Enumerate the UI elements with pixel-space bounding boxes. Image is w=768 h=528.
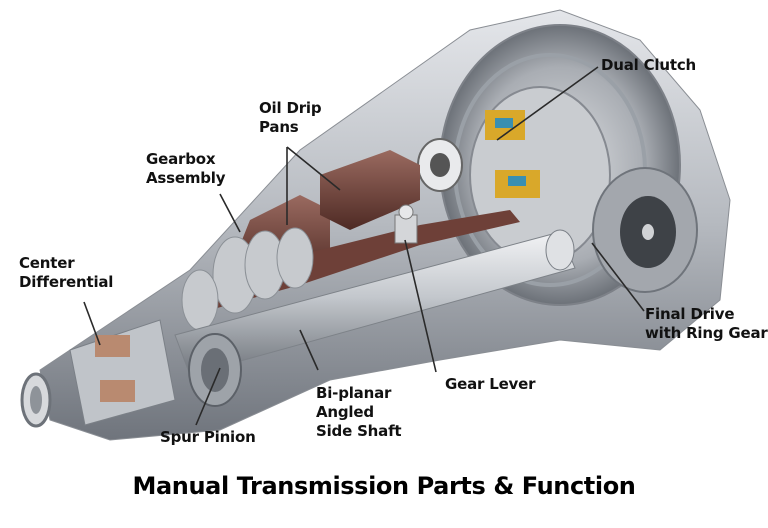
label-side-shaft: Bi-planar Angled Side Shaft (316, 384, 402, 441)
spur-pinion-part (188, 333, 242, 407)
label-line: with Ring Gear (645, 324, 768, 342)
label-line: Gearbox (146, 150, 216, 168)
label-dual-clutch: Dual Clutch (601, 56, 696, 75)
label-line: Oil Drip (259, 99, 322, 117)
label-center-differential: Center Differential (19, 254, 113, 292)
dual-clutch-part (417, 110, 540, 198)
label-line: Differential (19, 273, 114, 291)
side-shaft-part (174, 229, 576, 376)
gearbox-gears (181, 227, 314, 331)
gear-lever-part (394, 204, 418, 244)
label-line: Final Drive (645, 305, 735, 323)
label-oil-drip-pans: Oil Drip Pans (259, 99, 322, 137)
label-line: Pans (259, 118, 299, 136)
label-line: Side Shaft (316, 422, 402, 440)
leader-lines (83, 66, 645, 426)
label-line: Bi-planar (316, 384, 392, 402)
diagram-title: Manual Transmission Parts & Function (132, 472, 636, 500)
center-differential-part (20, 319, 176, 428)
label-line: Angled (316, 403, 374, 421)
label-line: Spur Pinion (160, 428, 256, 446)
label-line: Gear Lever (445, 375, 536, 393)
final-drive-part (592, 167, 698, 293)
label-final-drive: Final Drive with Ring Gear (645, 305, 768, 343)
label-spur-pinion: Spur Pinion (160, 428, 256, 447)
label-gearbox-assembly: Gearbox Assembly (146, 150, 226, 188)
label-line: Dual Clutch (601, 56, 696, 74)
label-line: Center (19, 254, 75, 272)
label-gear-lever: Gear Lever (445, 375, 536, 394)
label-line: Assembly (146, 169, 226, 187)
